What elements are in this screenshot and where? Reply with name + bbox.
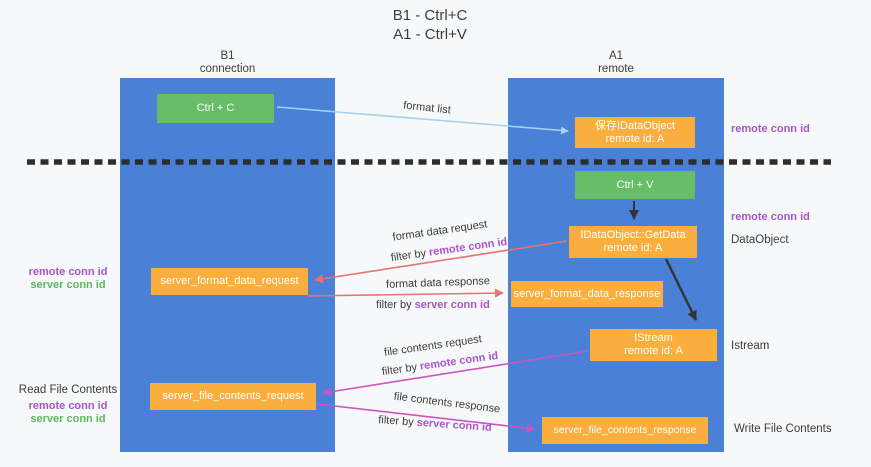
left-remote-conn-id: remote conn id [28, 266, 108, 278]
file-contents-response-label: file contents response [393, 390, 501, 416]
server-file-contents-response-label: server_file_contents_response [553, 424, 697, 436]
diagram-title: B1 - Ctrl+C A1 - Ctrl+V [280, 6, 580, 44]
left-column-header: B1 connection [120, 50, 335, 76]
read-remote-conn-id: remote conn id [28, 400, 108, 412]
filter-by-text: filter by [390, 247, 427, 265]
write-file-contents-annotation: Write File Contents [734, 423, 832, 435]
istream-line2: remote id: A [624, 345, 683, 357]
server-conn-id-text: server conn id [414, 299, 490, 311]
remote-conn-id-text: remote conn id [428, 235, 508, 259]
left-conn-id-block: remote conn id server conn id [18, 266, 118, 292]
remote-conn-id-annotation-top: remote conn id [731, 123, 810, 135]
read-file-contents-block: Read File Contents remote conn id server… [14, 384, 122, 426]
remote-conn-id-annotation-mid: remote conn id [731, 211, 810, 223]
format-data-response-arrow [307, 288, 504, 298]
left-server-conn-id: server conn id [30, 279, 106, 291]
read-file-contents-label: Read File Contents [18, 384, 118, 396]
getdata-line1: IDataObject::GetData [580, 229, 686, 241]
ctrl-v-box: Ctrl + V [575, 171, 695, 199]
filter-by-text: filter by [376, 299, 412, 311]
ctrl-c-label: Ctrl + C [196, 102, 235, 114]
server-format-data-request-box: server_format_data_request [151, 268, 308, 295]
title-line-1: B1 - Ctrl+C [392, 7, 468, 24]
save-dataobject-line1: 保存IDataObject [594, 119, 676, 132]
left-column-role: connection [199, 63, 256, 75]
format-list-label: format list [402, 99, 452, 117]
ctrl-v-label: Ctrl + V [616, 178, 654, 191]
right-column-role: remote [598, 63, 634, 75]
server-format-data-response-label: server_format_data_response [513, 287, 661, 300]
left-column-name: B1 [220, 50, 235, 62]
filter-by-text: filter by [377, 414, 415, 429]
filter-by-text: filter by [381, 361, 418, 379]
read-server-conn-id: server conn id [30, 413, 106, 425]
remote-conn-id-text: remote conn id [419, 349, 499, 373]
format-data-response-label: format data response [385, 275, 491, 291]
right-column-name: A1 [608, 50, 624, 62]
istream-box: IStream remote id: A [590, 329, 717, 361]
server-file-contents-request-box: server_file_contents_request [150, 383, 316, 410]
istream-line1: IStream [634, 332, 673, 344]
save-dataobject-box: 保存IDataObject remote id: A [575, 117, 695, 148]
istream-annotation: Istream [731, 340, 770, 352]
getdata-box: IDataObject::GetData remote id: A [569, 226, 697, 258]
server-format-data-response-box: server_format_data_response [511, 281, 663, 307]
server-file-contents-response-box: server_file_contents_response [542, 417, 708, 444]
server-file-contents-request-label: server_file_contents_request [162, 390, 304, 402]
dataobject-annotation: DataObject [731, 234, 789, 246]
ctrl-c-box: Ctrl + C [157, 94, 274, 123]
server-conn-id-text: server conn id [416, 416, 493, 434]
save-dataobject-line2: remote id: A [605, 132, 665, 145]
getdata-line2: remote id: A [603, 242, 663, 254]
title-line-2: A1 - Ctrl+V [393, 26, 467, 43]
server-format-data-request-label: server_format_data_request [160, 275, 299, 287]
right-column-header: A1 remote [508, 50, 724, 76]
